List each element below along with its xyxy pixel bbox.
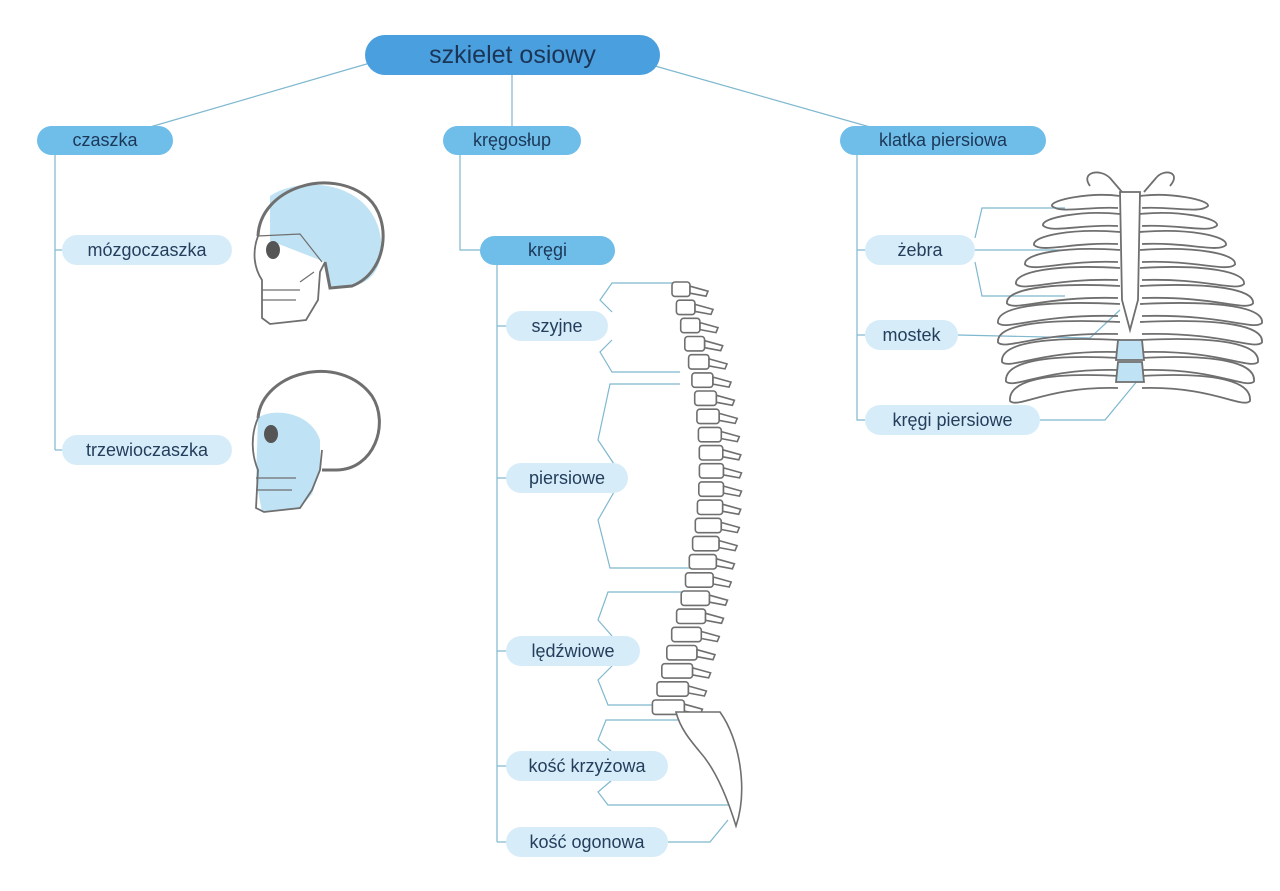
vertebra-process: [721, 503, 742, 516]
vertebra-process: [689, 285, 710, 298]
vertebra-process: [694, 303, 715, 316]
vertebra: [698, 444, 724, 461]
rib-left: [1042, 212, 1121, 230]
vertebra-process: [687, 684, 708, 697]
vertebra-process: [722, 485, 743, 498]
vertebra-process: [691, 666, 712, 679]
vertebra: [687, 353, 710, 370]
vertebra: [694, 517, 722, 534]
rib-right: [1139, 230, 1227, 249]
node-kregi: kręgi: [480, 236, 615, 265]
rib-right: [1139, 212, 1218, 230]
vertebra-process: [720, 430, 741, 443]
rib-right: [1139, 320, 1263, 346]
node-kosc-krzyzowa: kość krzyżowa: [506, 751, 668, 781]
vertebra-process: [722, 448, 742, 461]
spine-illustration: [651, 281, 743, 829]
vertebra-process: [720, 521, 741, 534]
rib-right: [1139, 338, 1259, 365]
vertebra: [665, 644, 698, 661]
vertebra: [656, 680, 690, 697]
vertebra: [660, 662, 694, 679]
vertebra: [691, 372, 714, 389]
rib-right: [1139, 302, 1263, 327]
rib-right: [1139, 284, 1254, 307]
vertebra-process: [718, 412, 739, 425]
node-mostek: mostek: [865, 320, 958, 350]
vertebra: [698, 462, 725, 479]
vertebra-process: [712, 575, 733, 588]
vertebra-process: [722, 466, 743, 479]
vertebra-process: [699, 321, 720, 334]
vertebra: [697, 426, 723, 443]
vertebra-process: [708, 357, 729, 370]
rib-right: [1139, 356, 1255, 385]
connector-lines: [54, 62, 1139, 843]
vertebra-process: [715, 394, 736, 407]
vertebra-process: [703, 339, 724, 352]
skull-neurocranium-illustration: [253, 181, 385, 325]
vertebra: [679, 317, 701, 334]
node-piersiowe: piersiowe: [506, 463, 628, 493]
vertebra: [684, 571, 715, 588]
node-szyjne: szyjne: [506, 311, 608, 341]
vertebra: [671, 281, 691, 298]
rib-left: [1015, 266, 1121, 288]
vertebra-process: [712, 376, 733, 389]
vertebra-process: [718, 539, 739, 552]
vertebra-process: [700, 630, 721, 643]
vertebra-process: [704, 612, 725, 625]
vertebra: [680, 590, 711, 607]
vertebra: [688, 553, 718, 570]
vertebra: [683, 335, 706, 352]
branch-czaszka: czaszka: [37, 126, 173, 155]
rib-left: [1009, 374, 1121, 404]
rib-right: [1139, 194, 1209, 211]
rib-left: [1001, 338, 1121, 365]
rib-left: [997, 302, 1121, 327]
rib-cage-illustration: [997, 171, 1263, 404]
sacrum-coccyx: [674, 711, 743, 829]
vertebra: [697, 481, 725, 498]
node-ledzwiowe: lędźwiowe: [506, 636, 640, 666]
rib-left: [1006, 284, 1121, 307]
vertebra: [693, 390, 718, 407]
rib-right: [1139, 374, 1251, 404]
node-kregi-piersiowe: kręgi piersiowe: [865, 405, 1040, 435]
branch-klatka-piersiowa: klatka piersiowa: [840, 126, 1046, 155]
vertebra-process: [696, 648, 717, 661]
vertebra: [696, 408, 721, 425]
node-kosc-ogonowa: kość ogonowa: [506, 827, 668, 857]
branch-kregoslup: kręgosłup: [443, 126, 581, 155]
root-node: szkielet osiowy: [365, 35, 660, 75]
rib-right: [1139, 266, 1245, 288]
rib-left: [997, 320, 1121, 346]
vertebra: [670, 626, 703, 643]
vertebra: [691, 535, 720, 552]
rib-left: [1024, 248, 1121, 269]
vertebra-process: [715, 557, 736, 570]
vertebra: [675, 299, 696, 316]
rib-left: [1033, 230, 1121, 249]
rib-left: [1005, 356, 1121, 385]
node-zebra: żebra: [865, 235, 975, 265]
vertebra: [675, 608, 707, 625]
rib-right: [1139, 248, 1236, 269]
node-mozgoczaszka: mózgoczaszka: [62, 235, 232, 265]
vertebra-process: [708, 594, 729, 607]
node-trzewioczaszka: trzewioczaszka: [62, 435, 232, 465]
skull-viscerocranium-illustration: [251, 370, 381, 513]
rib-left: [1051, 194, 1121, 211]
vertebra: [696, 499, 724, 516]
